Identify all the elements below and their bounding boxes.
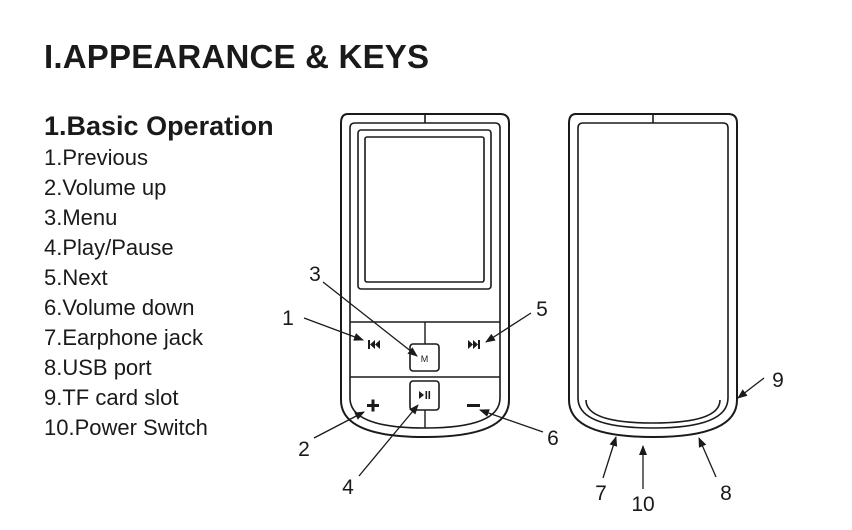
back-bottom-edge [585,399,721,424]
leader-menu [322,281,418,357]
key-list-item-usb-port: 8.USB port [44,355,152,380]
screen-display [364,136,485,283]
leader-earphone-jack [602,436,618,479]
play-pause-icon [419,391,431,399]
plus-icon [367,399,379,412]
key-list-item-earphone-jack: 7.Earphone jack [44,325,203,350]
back-view [568,113,738,438]
back-inner-body [577,122,729,429]
key-list-item-menu: 3.Menu [44,205,118,230]
key-list-item-volume-down: 6.Volume down [44,295,195,320]
key-list-item-tf-card-slot: 9.TF card slot [44,385,179,410]
key-list-item-power-switch: 10.Power Switch [44,415,208,440]
key-list-item-next: 5.Next [44,265,108,290]
callout-power-switch: 10 [631,493,654,516]
callout-volume-down: 6 [547,427,559,450]
front-outer-body [340,113,510,438]
front-view [340,113,510,438]
menu-glyph: M [421,354,429,364]
callout-next: 5 [536,298,548,321]
menu-button[interactable] [409,343,440,372]
callout-play-pause: 4 [342,476,354,499]
callout-volume-up: 2 [298,438,310,461]
page-title: I.APPEARANCE & KEYS [44,38,430,75]
back-outer-body [568,113,738,438]
leader-play-pause [358,404,419,477]
leader-volume-down [479,409,544,433]
leader-previous [303,317,364,341]
screen-bezel [357,129,492,290]
key-list-item-previous: 1.Previous [44,145,148,170]
key-list-item-play-pause: 4.Play/Pause [44,235,174,260]
callout-usb-port: 8 [720,482,732,505]
prev-icon [368,340,380,349]
front-inner-body [349,122,501,429]
key-list: 1.Previous 2.Volume up 3.Menu 4.Play/Pau… [44,143,208,443]
callout-tf-card-slot: 9 [772,369,784,392]
leader-usb-port [698,437,717,478]
next-icon [468,340,480,349]
play-pause-button[interactable] [409,380,440,411]
leader-next [485,312,532,343]
callout-previous: 1 [282,307,294,330]
callout-menu: 3 [309,263,321,286]
callout-leaders [303,281,765,489]
callout-numbers: 1 2 3 4 5 6 7 10 8 9 [282,263,784,516]
leader-tf-card-slot [737,377,765,399]
leader-volume-up [313,411,365,439]
key-list-item-volume-up: 2.Volume up [44,175,167,200]
minus-icon [467,404,480,407]
section-title: 1.Basic Operation [44,111,274,141]
callout-earphone-jack: 7 [595,482,607,505]
